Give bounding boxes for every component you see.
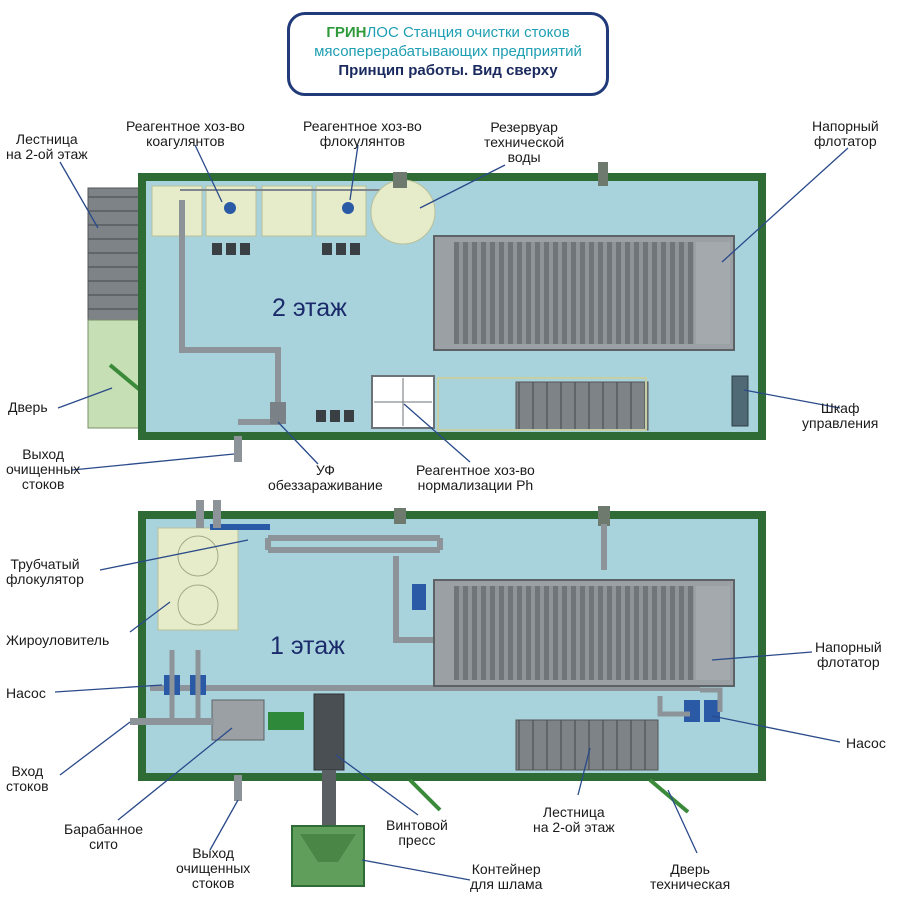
tech-water-tank	[370, 179, 436, 245]
diagram-title: ГРИНЛОС Станция очистки стоков мясоперер…	[287, 12, 609, 96]
flocculator-tank	[177, 535, 219, 577]
floor2-right-pipe-stub	[598, 162, 608, 186]
label-coagulant-reagents: Реагентное хоз-во коагулянтов	[126, 118, 245, 149]
label-floor2-stairs: Лестница на 2-ой этаж	[6, 131, 88, 162]
floor2-label: 2 этаж	[272, 294, 347, 322]
floor1-right-pipe-stub	[598, 506, 610, 526]
label-floor1-outlet: Выход очищенных стоков	[176, 845, 251, 891]
leader-lines	[54, 144, 849, 881]
mixer-icon	[224, 202, 236, 214]
technical-door-leaf	[648, 778, 690, 814]
floor1-top-pipe-stub	[196, 500, 204, 528]
pump-left-group	[164, 650, 206, 720]
floor1-inner-stairs	[515, 719, 659, 771]
grease-trap-tank	[177, 584, 219, 626]
title-line2: мясоперерабатывающих предприятий	[314, 43, 582, 60]
label-floor1-stairs: Лестница на 2-ой этаж	[533, 804, 615, 835]
dosing-pumps	[212, 243, 360, 422]
label-pump-left: Насос	[6, 685, 46, 701]
floor2-pipeline	[179, 200, 281, 425]
label-tubular-flocculator: Трубчатый флокулятор	[6, 556, 84, 587]
floc-pipe	[210, 524, 270, 530]
label-floor1-flotator: Напорный флотатор	[815, 639, 882, 670]
floor2-inner-stairs	[515, 381, 649, 431]
label-floor2-flotator: Напорный флотатор	[812, 118, 879, 149]
floor2-top-pipe-stub	[393, 172, 407, 188]
label-ph-reagents: Реагентное хоз-во нормализации Ph	[416, 462, 535, 493]
floor2-walkway	[437, 377, 647, 431]
label-flocculant-reagents: Реагентное хоз-во флокулянтов	[303, 118, 422, 149]
label-grease-trap: Жироуловитель	[6, 632, 110, 648]
mixer-icon	[342, 202, 354, 214]
floor1-flotator-chamber	[696, 586, 730, 680]
label-tech-water-tank: Резервуар технической воды	[484, 119, 565, 165]
floor1-top-pipe-stub-2	[213, 500, 221, 528]
label-inlet: Вход стоков	[6, 763, 49, 794]
floor2-door-leaf	[108, 363, 142, 392]
coagulant-tank-1	[151, 185, 203, 237]
screw-press	[313, 693, 345, 771]
label-sludge-container: Контейнер для шлама	[470, 861, 543, 892]
floor-2-plan	[87, 162, 766, 462]
label-control-cabinet: Шкаф управления	[802, 400, 879, 431]
label-technical-door: Дверь техническая	[650, 861, 731, 892]
drum-screen-green	[268, 712, 304, 730]
floor-1-plan	[130, 500, 766, 887]
label-uv-disinfection: УФ обеззараживание	[268, 462, 383, 493]
outlet-pipe-floor1	[234, 775, 242, 801]
tubular-flocculator	[265, 535, 443, 553]
floor2-outside-stairs	[87, 187, 141, 321]
floor2-flotator-chamber	[696, 242, 730, 344]
floor1-label: 1 этаж	[270, 632, 345, 660]
flocculant-tank-2	[315, 185, 367, 237]
label-floor2-outlet: Выход очищенных стоков	[6, 446, 81, 492]
screw-press-chute	[322, 770, 336, 828]
floor2-flotator-lamellae	[454, 242, 694, 344]
label-floor2-door: Дверь	[8, 399, 48, 415]
control-cabinet	[731, 375, 749, 427]
flocculant-tank-1	[261, 185, 313, 237]
brand-name-part2: ЛОС	[366, 24, 399, 41]
sludge-container-hopper	[300, 834, 356, 862]
outlet-pipe-floor2	[234, 436, 242, 462]
title-line3: Принцип работы. Вид сверху	[338, 62, 558, 79]
floor1-flotator-lamellae	[454, 586, 694, 680]
uv-unit	[270, 402, 286, 424]
floor1-door-leaf	[408, 778, 442, 812]
brand-name-part1: ГРИН	[326, 24, 367, 41]
floor1-top-pipe-stub-3	[394, 508, 406, 524]
floor1-main-pipeline	[150, 524, 700, 691]
floor2-outside-landing	[87, 319, 141, 429]
label-pump-right: Насос	[846, 735, 886, 751]
label-screw-press: Винтовой пресс	[386, 817, 448, 848]
drum-screen	[211, 699, 265, 741]
label-drum-screen: Барабанное сито	[64, 821, 144, 852]
floor1-pump-motor	[412, 584, 426, 610]
inlet-pipe	[130, 718, 214, 725]
title-line1: Станция очистки стоков	[398, 24, 570, 41]
